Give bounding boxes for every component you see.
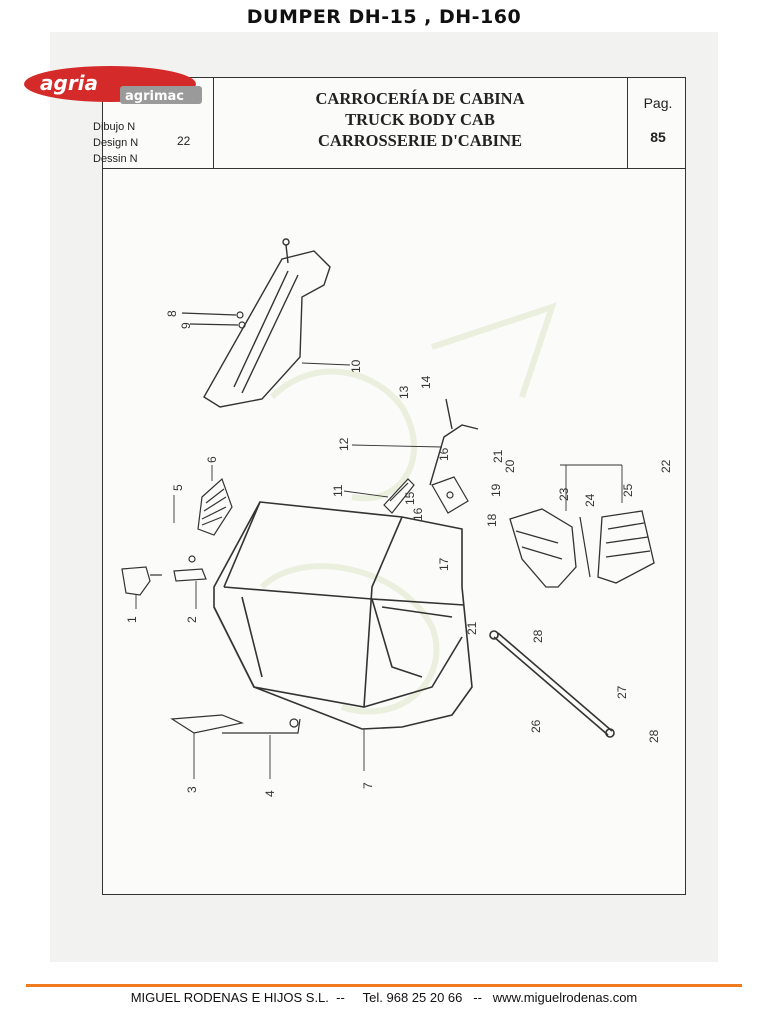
title-fr: CARROSSERIE D'CABINE <box>317 131 522 150</box>
agria-logo: agria agrimac <box>24 66 202 104</box>
drawing-sheet: Dibujo N Design N Dessin N 22 CARROCERÍA… <box>93 77 686 895</box>
part-4-support <box>222 718 301 734</box>
callout-27: 27 <box>615 685 629 699</box>
page-number: 85 <box>650 129 666 145</box>
callout-22: 22 <box>659 459 673 473</box>
callout-4: 4 <box>263 790 277 797</box>
callout-14: 14 <box>419 375 433 389</box>
header-divider <box>213 78 215 168</box>
footer-separator: -- <box>473 990 482 1005</box>
part-26-gas-strut <box>489 630 615 738</box>
logo-sub-text: agrimac <box>125 89 184 104</box>
footer: MIGUEL RODENAS E HIJOS S.L. -- Tel. 968 … <box>0 990 768 1005</box>
callout-10: 10 <box>349 359 363 373</box>
callout-19: 19 <box>489 483 503 497</box>
background-watermark <box>259 302 557 715</box>
callout-numbers: 1 2 3 4 5 6 7 8 9 10 11 12 13 14 15 16 1… <box>125 310 673 797</box>
callout-3: 3 <box>185 786 199 793</box>
logo-sub-plate <box>120 86 202 104</box>
exploded-parts-diagram: 1 2 3 4 5 6 7 8 9 10 11 12 13 14 15 16 1… <box>121 238 673 797</box>
part-10-side-panel <box>203 238 331 408</box>
callout-21: 21 <box>491 449 505 463</box>
callout-20: 20 <box>503 459 517 473</box>
callout-21b: 21 <box>465 621 479 635</box>
callout-9: 9 <box>179 322 193 329</box>
part-23-seat <box>509 508 577 588</box>
drawing-number: 22 <box>177 134 191 148</box>
callout-28b: 28 <box>647 729 661 743</box>
callout-15: 15 <box>403 491 417 505</box>
callout-12: 12 <box>337 437 351 451</box>
callout-26: 26 <box>529 719 543 733</box>
callout-leaders <box>135 362 623 779</box>
callout-13: 13 <box>397 385 411 399</box>
callout-5: 5 <box>171 484 185 491</box>
callout-25: 25 <box>621 483 635 497</box>
callout-17: 17 <box>437 557 451 571</box>
callout-28: 28 <box>531 629 545 643</box>
part-3-step <box>170 714 245 734</box>
drawing-label-en: Design N <box>93 137 139 149</box>
header-divider <box>627 78 629 168</box>
footer-website[interactable]: www.miguelrodenas.com <box>492 990 638 1005</box>
footer-phone: Tel. 968 25 20 66 <box>362 990 463 1005</box>
callout-24: 24 <box>583 493 597 507</box>
part-12-rod <box>429 398 479 486</box>
part-25-seat-back <box>597 510 655 584</box>
part-6-grille <box>197 477 233 536</box>
footer-company: MIGUEL RODENAS E HIJOS S.L. <box>130 990 329 1005</box>
part-2-lamp <box>173 555 207 582</box>
drawing-number-labels: Dibujo N Design N Dessin N <box>93 119 138 167</box>
part-8-9-screws <box>181 311 246 329</box>
title-block-header: Dibujo N Design N Dessin N 22 CARROCERÍA… <box>93 78 685 169</box>
callout-18: 18 <box>485 513 499 527</box>
drawing-label-es: Dibujo N <box>93 121 136 133</box>
callout-1: 1 <box>125 616 139 623</box>
part-7-cab-frame <box>213 501 473 730</box>
footer-separator: -- <box>336 990 345 1005</box>
page-label: Pag. <box>643 95 673 111</box>
callout-2: 2 <box>185 616 199 623</box>
part-11-vent <box>383 478 415 514</box>
title-en: TRUCK BODY CAB <box>345 110 495 129</box>
callout-16: 16 <box>437 447 451 461</box>
callout-8: 8 <box>165 310 179 317</box>
logo-brand-text: agria <box>40 71 98 95</box>
callout-11: 11 <box>331 484 345 497</box>
part-18-bracket <box>431 476 469 514</box>
callout-6: 6 <box>205 456 219 463</box>
callout-16b: 16 <box>411 507 425 521</box>
callout-7: 7 <box>361 782 375 789</box>
footer-rule <box>26 984 742 987</box>
sheet-titles: CARROCERÍA DE CABINA TRUCK BODY CAB CARR… <box>215 88 625 151</box>
part-1-lamp <box>121 566 162 596</box>
callout-23: 23 <box>557 487 571 501</box>
title-es: CARROCERÍA DE CABINA <box>315 89 525 108</box>
page-title: DUMPER DH-15 , DH-160 <box>246 6 522 28</box>
drawing-label-fr: Dessin N <box>93 153 138 165</box>
part-24-seat-rail <box>579 516 591 578</box>
